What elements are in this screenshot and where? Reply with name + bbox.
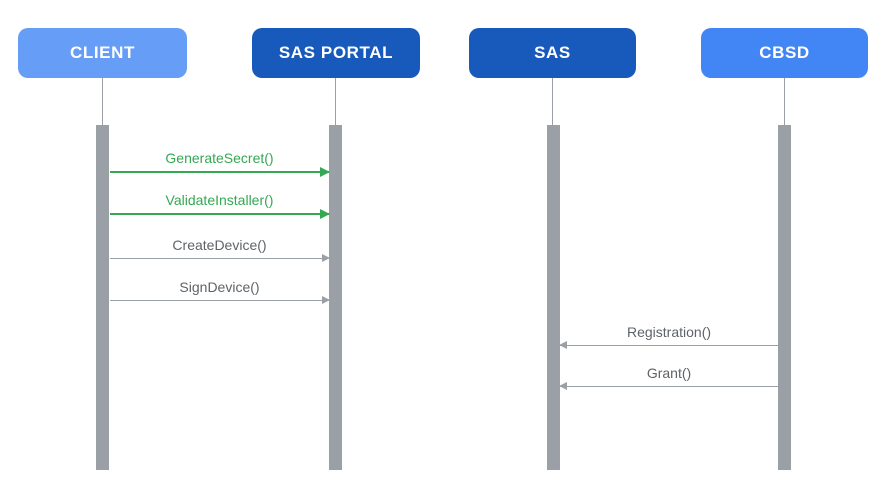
arrow-registration [559, 341, 778, 349]
activation-bar-cbsd [778, 125, 791, 470]
activation-bar-sas-portal [329, 125, 342, 470]
arrow-grant [559, 382, 778, 390]
message-sign-device: SignDevice() [110, 278, 330, 304]
activation-bar-client [96, 125, 109, 470]
message-label-validate-installer: ValidateInstaller() [165, 192, 274, 208]
message-generate-secret: GenerateSecret() [110, 149, 330, 177]
arrow-create-device [110, 254, 330, 262]
message-label-grant: Grant() [646, 365, 692, 381]
actor-box-client: CLIENT [18, 28, 187, 78]
message-label-create-device: CreateDevice() [172, 237, 267, 253]
message-create-device: CreateDevice() [110, 236, 330, 262]
message-validate-installer: ValidateInstaller() [110, 191, 330, 219]
lifeline-stem-client [102, 78, 103, 125]
actor-box-sas: SAS [469, 28, 636, 78]
message-label-generate-secret: GenerateSecret() [165, 150, 274, 166]
actor-label-sas-portal: SAS PORTAL [278, 43, 394, 62]
arrow-validate-installer [110, 209, 330, 219]
lifeline-stem-sas [552, 78, 553, 125]
message-grant: Grant() [559, 364, 778, 390]
actor-label-sas: SAS [534, 43, 571, 62]
actor-label-cbsd: CBSD [759, 43, 810, 62]
message-label-registration: Registration() [626, 324, 712, 340]
message-registration: Registration() [559, 323, 778, 349]
arrow-generate-secret [110, 167, 330, 177]
actor-box-sas-portal: SAS PORTAL [252, 28, 420, 78]
lifeline-stem-cbsd [784, 78, 785, 125]
message-label-sign-device: SignDevice() [179, 279, 260, 295]
arrow-sign-device [110, 296, 330, 304]
lifeline-stem-sas-portal [335, 78, 336, 125]
activation-bar-sas [547, 125, 560, 470]
actor-box-cbsd: CBSD [701, 28, 868, 78]
actor-label-client: CLIENT [70, 43, 135, 62]
